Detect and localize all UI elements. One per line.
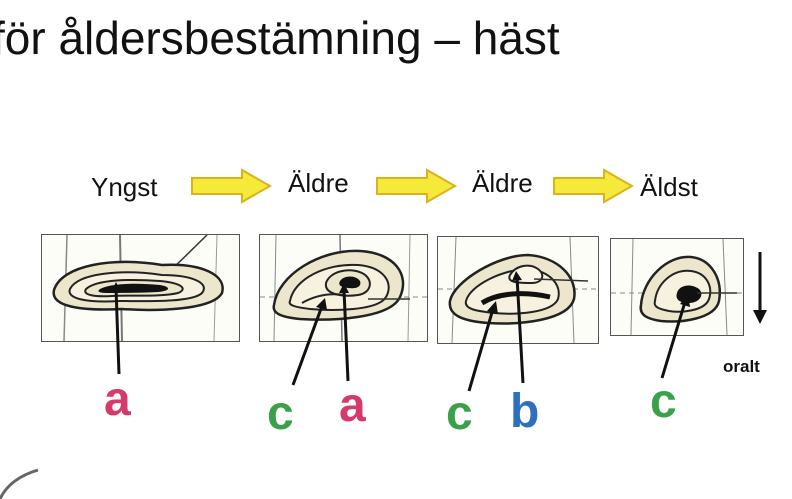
stage-label-youngest: Yngst — [91, 172, 158, 202]
label-letter-a: a — [104, 373, 131, 426]
progression-arrow-icon — [191, 168, 273, 204]
label-letter-b: b — [510, 385, 540, 438]
progression-arrow-icon — [376, 168, 458, 204]
tooth-surface-oldest-image — [611, 239, 743, 335]
stage-label-older-1: Äldre — [288, 168, 349, 198]
stage-label-oldest: Äldst — [640, 172, 698, 202]
progression-arrow-icon — [553, 168, 635, 204]
tooth-panel-older-1 — [259, 234, 428, 342]
label-letter-c: c — [446, 387, 473, 440]
tooth-panel-youngest — [41, 234, 240, 342]
label-letter-a: a — [339, 379, 366, 432]
corner-decoration — [0, 468, 39, 499]
tooth-surface-older-1-image — [260, 235, 427, 341]
tooth-panel-oldest — [610, 238, 744, 336]
tooth-surface-older-2-image — [438, 237, 598, 343]
label-letter-c: c — [267, 387, 294, 440]
tooth-panel-older-2 — [437, 236, 599, 344]
slide-title: för åldersbestämning – häst — [0, 12, 560, 64]
stage-label-older-2: Äldre — [472, 168, 533, 198]
direction-label-oral: oralt — [723, 357, 760, 376]
tooth-surface-youngest-image — [52, 235, 224, 341]
label-letter-c: c — [650, 375, 677, 428]
